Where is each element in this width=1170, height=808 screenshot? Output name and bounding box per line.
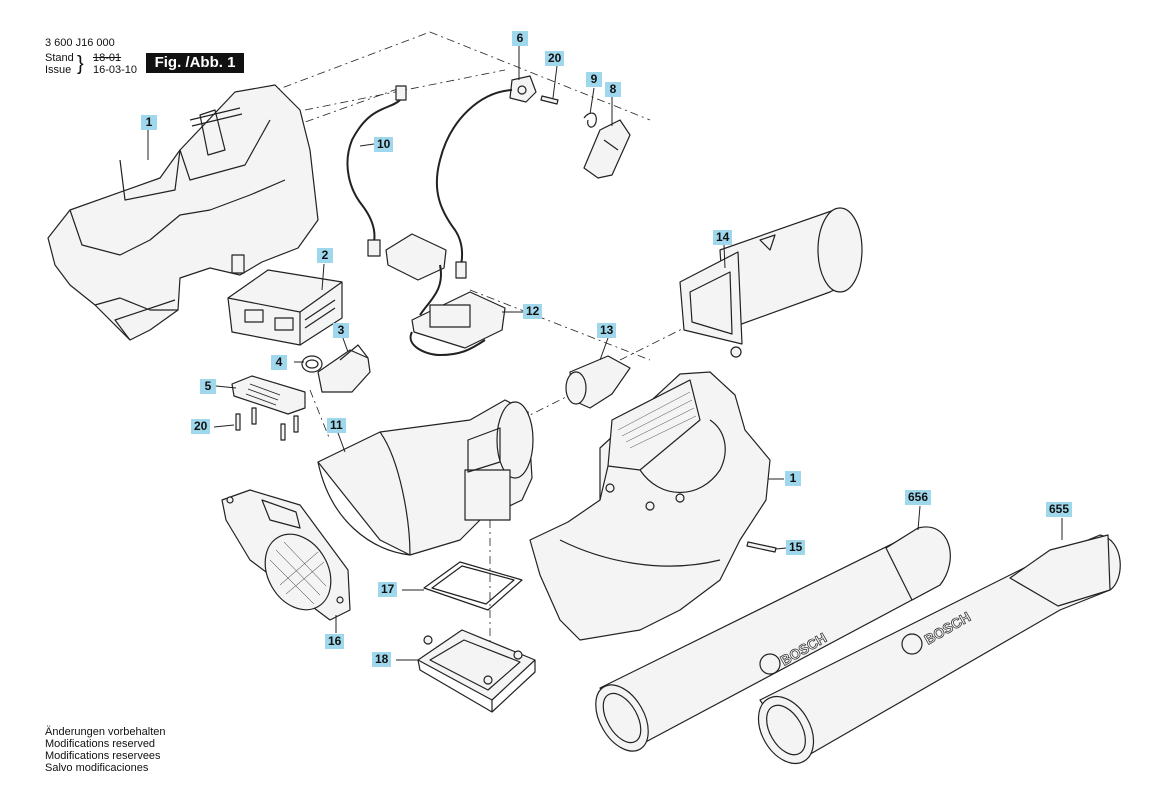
footer-line-fr: Modifications reservees (45, 750, 161, 762)
battery-holder (227, 269, 343, 346)
callout-656: 656 (905, 490, 932, 505)
stand-brace: } (77, 53, 84, 75)
footer-line-de: Änderungen vorbehalten (45, 726, 166, 738)
cable-10 (346, 85, 407, 257)
callout-5: 5 (200, 379, 216, 394)
callout-4: 4 (271, 355, 287, 370)
stand-value: 18-01 (93, 52, 122, 64)
nose-cone-13 (565, 355, 631, 409)
callout-8: 8 (605, 82, 621, 97)
callout-1-top: 1 (141, 115, 157, 130)
gasket-17 (423, 561, 523, 611)
callout-14: 14 (713, 230, 733, 245)
issue-label: Issue (45, 64, 72, 76)
callout-18: 18 (372, 652, 392, 667)
stand-label: Stand (45, 52, 74, 64)
issue-value: 16-03-10 (93, 64, 138, 76)
housing-half-top (47, 84, 319, 341)
callout-13: 13 (597, 323, 617, 338)
screw-top (540, 95, 559, 105)
button-plate (231, 375, 306, 415)
part-number: 3 600 J16 000 (45, 37, 115, 49)
callout-6: 6 (512, 31, 528, 46)
callout-15: 15 (786, 540, 806, 555)
latch (317, 344, 371, 393)
switch-cable (435, 89, 513, 271)
callout-20-left: 20 (191, 419, 211, 434)
callout-2: 2 (317, 248, 333, 263)
screws-left (235, 407, 299, 441)
trigger-8 (583, 119, 631, 179)
switch-6 (509, 75, 537, 103)
housing-half-right (529, 371, 771, 641)
callout-11: 11 (327, 418, 346, 433)
callout-16: 16 (325, 634, 345, 649)
footer-line-en: Modifications reserved (45, 738, 156, 750)
tube-656 (595, 526, 951, 752)
motor-14 (679, 207, 863, 358)
tube-655 (757, 534, 1121, 765)
callout-20-top: 20 (545, 51, 565, 66)
callout-9: 9 (586, 72, 602, 87)
air-duct-11 (317, 399, 534, 556)
figure-badge: Fig. /Abb. 1 (146, 53, 244, 73)
callout-3: 3 (333, 323, 349, 338)
filter-grille-16 (221, 489, 351, 621)
callout-1-right: 1 (785, 471, 801, 486)
callout-655: 655 (1046, 502, 1073, 517)
electronics-module (385, 233, 506, 356)
callout-12: 12 (523, 304, 543, 319)
callout-10: 10 (374, 137, 394, 152)
footer-notes: Änderungen vorbehalten Modifications res… (45, 726, 165, 774)
screw-15 (746, 541, 777, 553)
spring-9 (583, 112, 597, 128)
cover-plate-18 (417, 629, 536, 713)
callout-17: 17 (378, 582, 398, 597)
spring (301, 355, 323, 373)
footer-line-es: Salvo modificaciones (45, 762, 149, 774)
